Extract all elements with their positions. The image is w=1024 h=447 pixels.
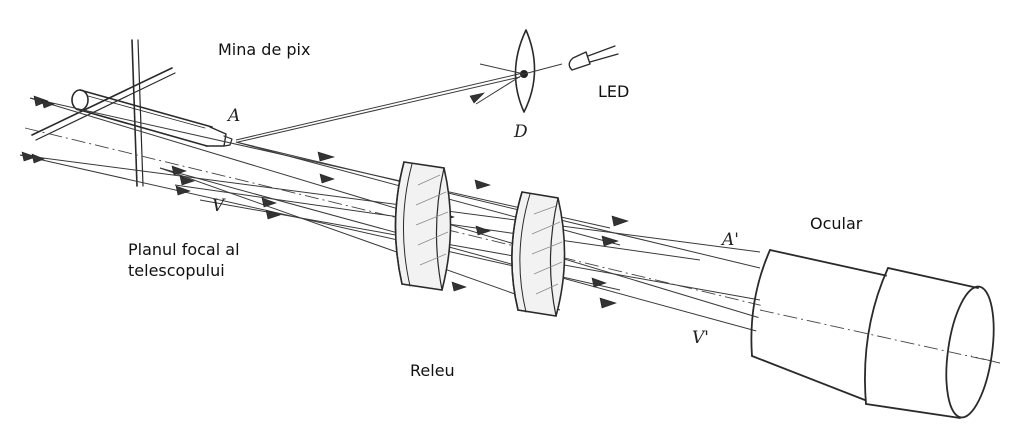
focal-plane-label-line2: telescopului	[128, 261, 225, 280]
point-v-mark: V	[212, 196, 225, 216]
relay-lens-1	[394, 161, 452, 291]
point-a-prime-mark: A'	[722, 230, 739, 250]
relay-label: Releu	[410, 361, 455, 380]
focal-plane-label-line1: Planul focal al	[128, 240, 240, 259]
point-v-prime-mark: V'	[692, 328, 709, 348]
eyepiece	[750, 249, 1001, 419]
led-assembly	[235, 29, 619, 143]
focal-plane-lines	[31, 39, 176, 187]
pixel-lead-label: Mina de pix	[218, 40, 311, 59]
led-label: LED	[598, 82, 630, 101]
eyepiece-label: Ocular	[810, 214, 863, 233]
relay-lens-2	[511, 191, 566, 317]
light-rays	[19, 97, 761, 333]
ray-arrows	[21, 92, 629, 309]
pencil-lead	[71, 89, 233, 147]
diffuser-d-mark: D	[514, 122, 528, 142]
point-a-mark: A	[228, 106, 241, 126]
